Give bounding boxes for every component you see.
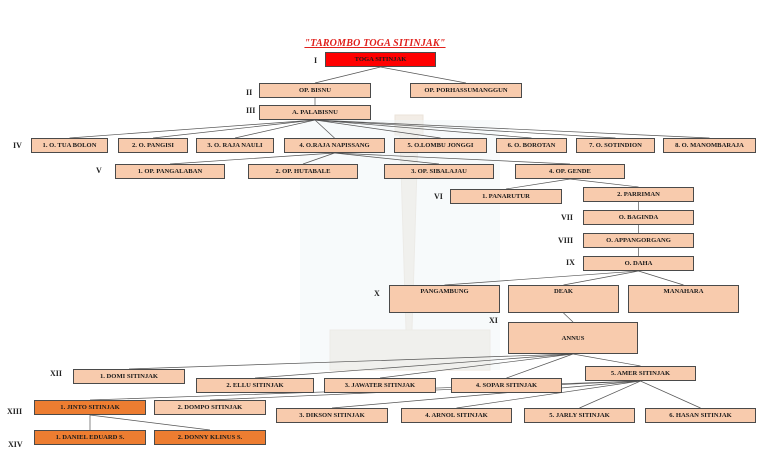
node-o-baginda: O. BAGINDA [583,210,694,225]
node-domi-sitinjak: 1. DOMI SITINJAK [73,369,185,384]
connector-line [572,353,641,367]
connector-line [314,119,710,139]
gen-label-6: VI [434,192,443,201]
gen-label-1: I [314,56,318,65]
node-panarutur: 1. PANARUTUR [450,189,562,204]
node-op-bisnu: OP. BISNU [259,83,371,98]
node-hasan-sitinjak: 6. HASAN SITINJAK [645,408,756,423]
node-o-borotan: 6. O. BOROTAN [496,138,567,153]
gen-label-7: VII [561,213,574,222]
node-op-porhassumanggun: OP. PORHASSUMANGGUN [410,83,522,98]
node-op-hutabale: 2. OP. HUTABALE [248,164,358,179]
connector-line [254,353,574,379]
connector-line [505,178,571,190]
connector-line [334,152,571,165]
gen-label-4: IV [13,141,22,150]
connector-line [152,119,316,139]
connector-line [638,270,684,286]
node-jinto-sitinjak: 1. JINTO SITINJAK [34,400,146,415]
connector-line [314,66,381,84]
connector-line [569,178,639,188]
node-jarly-sitinjak: 5. JARLY SITINJAK [524,408,635,423]
gen-label-8: VIII [558,236,574,245]
connector-line [89,414,211,431]
connector-line [169,152,335,165]
node-op-pangalaban: 1. OP. PANGALABAN [115,164,225,179]
gen-label-14: XIV [8,440,23,449]
node-dompo-sitinjak: 2. DOMPO SITINJAK [154,400,266,415]
node-sopar-sitinjak: 4. SOPAR SITINJAK [451,378,562,393]
node-pangambung: PANGAMBUNG [389,285,500,313]
node-toga-sitinjak: TOGA SITINJAK [325,52,436,67]
connector-line [640,380,701,409]
node-amer-sitinjak: 5. AMER SITINJAK [585,366,696,381]
connector-line [69,119,316,139]
node-op-gende: 4. OP. GENDE [515,164,625,179]
node-dikson-sitinjak: 3. DIKSON SITINJAK [276,408,388,423]
node-deak: DEAK [508,285,619,313]
connector-line [331,380,641,409]
node-o-pangisi: 2. O. PANGISI [118,138,188,153]
node-daniel-eduard: 1. DANIEL EDUARD S. [34,430,146,445]
connector-line [563,270,639,286]
node-o-lombu-jonggi: 5. O.LOMBU JONGGI [394,138,487,153]
connector-line [302,152,335,165]
connector-line [456,380,641,409]
connector-line [128,353,574,370]
connector-line [506,353,574,379]
connector-line [314,119,335,139]
node-ellu-sitinjak: 2. ELLU SITINJAK [196,378,314,393]
node-op-sibalajau: 3. OP. SIBALAJAU [384,164,494,179]
gen-label-11: XI [489,316,498,325]
connector-line [314,119,441,139]
node-o-manombaraja: 8. O. MANOMBARAJA [663,138,756,153]
gen-label-13: XIII [7,407,23,416]
node-o-appangorgang: O. APPANGORGANG [583,233,694,248]
node-o-daha: O. DAHA [583,256,694,271]
node-arnol-sitinjak: 4. ARNOL SITINJAK [401,408,512,423]
node-donny-klinus: 2. DONNY KLINUS S. [154,430,266,445]
connector-line [314,119,532,139]
gen-label-12: XII [50,369,63,378]
gen-label-2: II [246,88,253,97]
connector-line [334,152,440,165]
connector-line [314,119,616,139]
connector-line [444,270,639,286]
node-o-sotindion: 7. O. SOTINDION [576,138,655,153]
node-manahara: MANAHARA [628,285,739,313]
connector-line [563,312,574,323]
node-annus: ANNUS [508,322,638,354]
node-o-tua-bolon: 1. O. TUA BOLON [31,138,108,153]
node-jawater-sitinjak: 3. JAWATER SITINJAK [324,378,436,393]
gen-label-3: III [246,106,256,115]
node-parriman: 2. PARRIMAN [583,187,694,202]
gen-label-10: X [374,289,380,298]
connector-line [380,66,467,84]
connector-line [234,119,316,139]
node-o-raja-napissang: 4. O.RAJA NAPISSANG [284,138,385,153]
gen-label-5: V [96,166,102,175]
connector-line [379,353,574,379]
connector-line [579,380,641,409]
gen-label-9: IX [566,258,575,267]
node-o-raja-nauli: 3. O. RAJA NAULI [196,138,274,153]
diagram-title: "TAROMBO TOGA SITINJAK" [304,38,446,49]
node-a-palabisnu: A. PALABISNU [259,105,371,120]
